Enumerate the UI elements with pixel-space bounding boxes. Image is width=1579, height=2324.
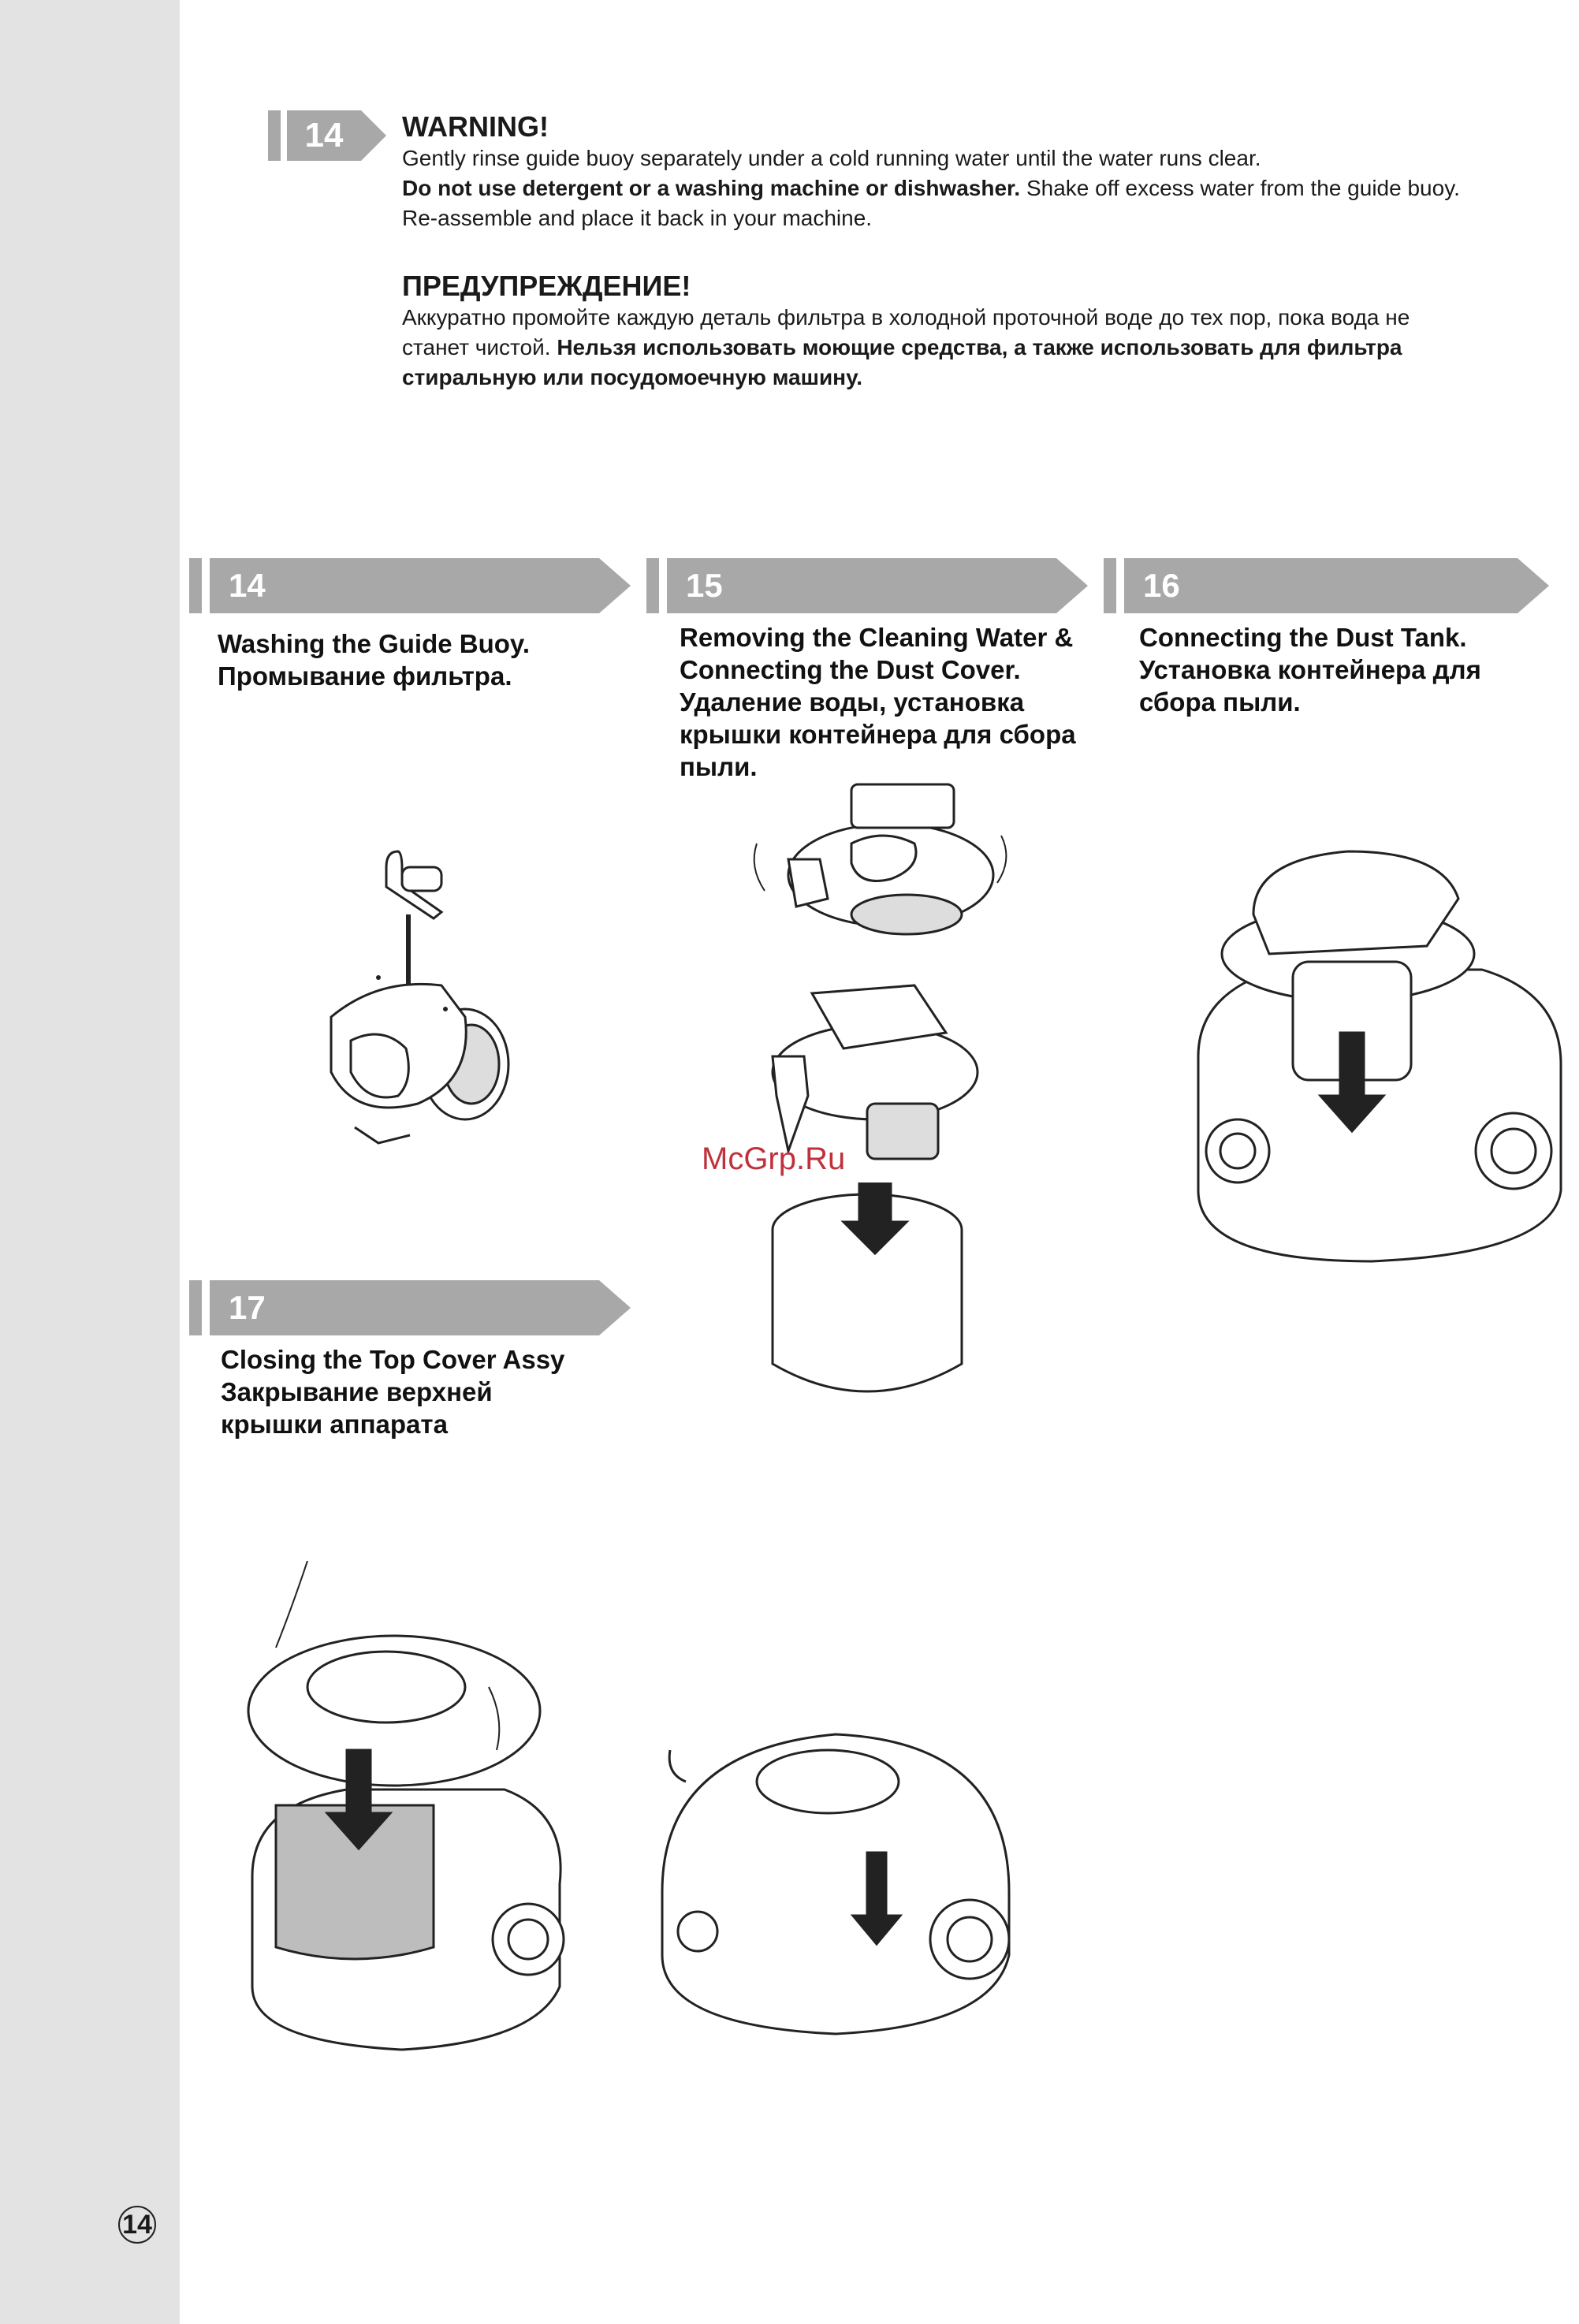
closed-unit-illustration (661, 1733, 1011, 2035)
step-14-caption-line: Washing the Guide Buoy. (218, 629, 530, 658)
step-15-caption-line: Удаление воды, установка (680, 687, 1025, 717)
warning-step-number: 14 (287, 110, 361, 161)
warning-title-ru: ПРЕДУПРЕЖДЕНИЕ! (402, 270, 691, 302)
step-14-number: 14 (229, 567, 266, 604)
warning-ru-line3: стиральную или посудомоечную машину. (402, 365, 862, 389)
warning-russian: ПРЕДУПРЕЖДЕНИЕ! Аккуратно промойте кажду… (402, 270, 1506, 393)
warning-english: WARNING! Gently rinse guide buoy separat… (402, 110, 1506, 233)
warning-title-en: WARNING! (402, 110, 549, 143)
step-16-caption: Connecting the Dust Tank. Установка конт… (1139, 621, 1549, 718)
warning-ru-line2-plain: станет чистой. (402, 335, 557, 359)
step-15-number: 15 (686, 567, 723, 604)
dust-cover-illustration (771, 984, 979, 1160)
step-16-header: 16 (1104, 558, 1549, 613)
page-number: 14 (118, 2206, 156, 2244)
step-14-caption-line: Промывание фильтра. (218, 661, 512, 691)
step-16-number: 16 (1143, 567, 1180, 604)
warning-en-line1: Gently rinse guide buoy separately under… (402, 146, 1261, 170)
step-15-caption-line: пыли. (680, 752, 758, 781)
step-16-caption-line: Установка контейнера для (1139, 655, 1481, 684)
step-17-caption-line: Closing the Top Cover Assy (221, 1345, 565, 1374)
closing-top-cover-illustration (247, 1561, 565, 2051)
step-14-caption: Washing the Guide Buoy. Промывание фильт… (218, 628, 628, 692)
draining-water-illustration (753, 783, 1007, 936)
step-17-caption: Closing the Top Cover Assy Закрывание ве… (221, 1343, 646, 1440)
step-15-caption-line: Removing the Cleaning Water & (680, 623, 1074, 652)
step-17-header: 17 (189, 1280, 631, 1335)
left-margin-band (0, 0, 180, 2324)
warning-en-line2-rest: Shake off excess water from the guide bu… (1020, 176, 1460, 200)
step-16-caption-line: Connecting the Dust Tank. (1139, 623, 1467, 652)
step-15-caption: Removing the Cleaning Water & Connecting… (680, 621, 1105, 783)
warning-en-line2: Do not use detergent or a washing machin… (402, 173, 1506, 203)
step-15-header: 15 (646, 558, 1088, 613)
warning-en-line2-bold: Do not use detergent or a washing machin… (402, 176, 1021, 200)
step-15-caption-line: Connecting the Dust Cover. (680, 655, 1021, 684)
washing-guide-buoy-illustration (330, 850, 510, 1145)
step-14-header: 14 (189, 558, 631, 613)
watermark: McGrp.Ru (702, 1142, 846, 1176)
step-15-caption-line: крышки контейнера для сбора (680, 720, 1076, 749)
step-16-caption-line: сбора пыли. (1139, 687, 1301, 717)
connecting-dust-tank-illustration (1197, 850, 1562, 1263)
step-17-caption-line: крышки аппарата (221, 1410, 448, 1439)
dust-tank-illustration (771, 1182, 963, 1393)
warning-ru-line2: станет чистой. Нельзя использовать моющи… (402, 333, 1506, 363)
warning-step-badge: 14 (268, 110, 386, 161)
warning-en-line3: Re-assemble and place it back in your ma… (402, 206, 873, 230)
step-17-caption-line: Закрывание верхней (221, 1377, 493, 1406)
warning-ru-line2-bold: Нельзя использовать моющие средства, а т… (557, 335, 1402, 359)
step-17-number: 17 (229, 1289, 266, 1326)
warning-ru-line1: Аккуратно промойте каждую деталь фильтра… (402, 305, 1410, 330)
